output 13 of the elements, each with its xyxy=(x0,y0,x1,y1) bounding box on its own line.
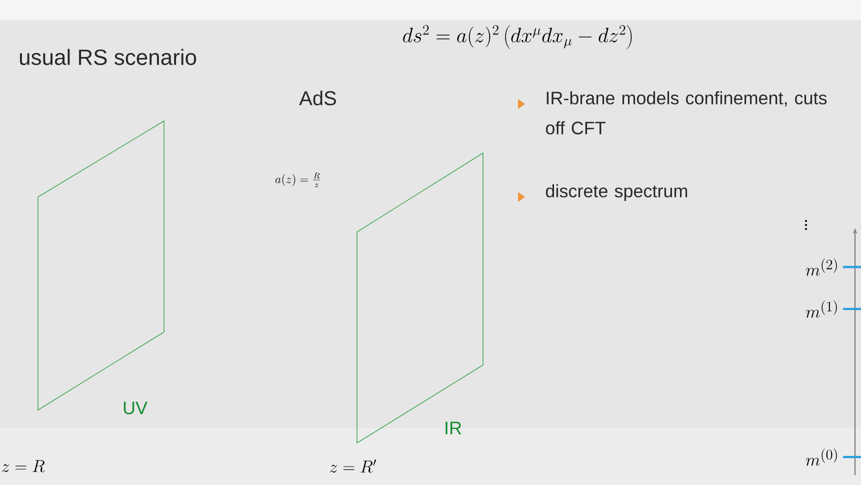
mass-label: $m^{(2)}$ xyxy=(806,258,837,276)
mass-label: $m^{(0)}$ xyxy=(806,448,837,466)
bullet-text: IR-brane models confinement, cuts off CFT xyxy=(546,91,827,134)
region-label: AdS xyxy=(299,90,336,106)
bullet-text: discrete spectrum xyxy=(546,184,688,201)
position-label: $z = R$ xyxy=(2,460,45,472)
position-label: $z = R'$ xyxy=(330,459,376,473)
slide-title: usual RS scenario xyxy=(20,48,196,66)
mass-label: $m^{(1)}$ xyxy=(806,300,837,318)
formula: $ds^2 = a(z)^2 \left(dx^{\mu} dx_{\mu} - dz^2\right)$ xyxy=(403,25,632,49)
formula: $a(z) = \frac{R}{z}$ xyxy=(276,172,320,188)
brane-parallelogram: UV xyxy=(38,120,164,414)
ellipsis: $\vdots$ xyxy=(805,220,807,230)
